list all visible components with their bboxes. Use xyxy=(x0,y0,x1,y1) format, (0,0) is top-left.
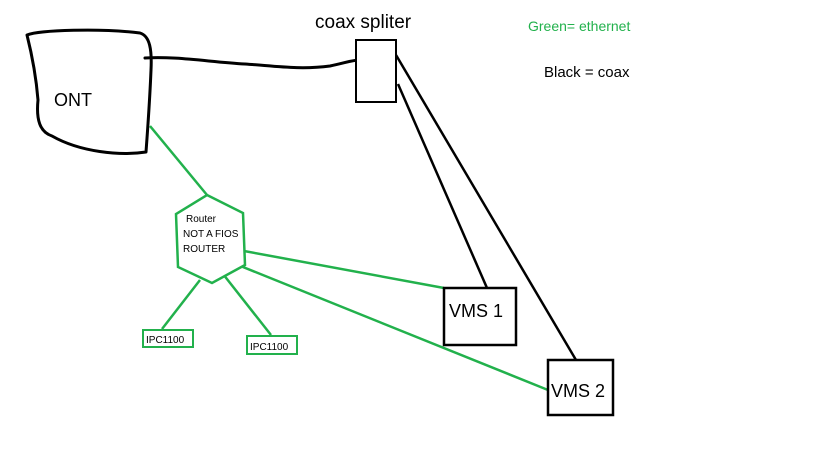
ethernet-line-ont-router xyxy=(149,125,208,196)
router-hexagon xyxy=(174,193,247,285)
ipc2-label: IPC1100 xyxy=(250,342,289,353)
ipc2-box xyxy=(246,335,298,355)
ipc1-box xyxy=(142,329,194,348)
ethernet-line-router-vms2 xyxy=(237,263,549,392)
ipc1-label: IPC1100 xyxy=(146,335,185,346)
legend-coax: Black = coax xyxy=(544,64,630,81)
coax-line-ont-splitter xyxy=(143,56,362,70)
coax-splitter-box xyxy=(355,39,397,103)
legend-ethernet: Green= ethernet xyxy=(528,18,630,34)
router-label-line2: NOT A FIOS xyxy=(183,229,239,240)
ethernet-line-router-ipc2 xyxy=(222,273,272,336)
coax-splitter-label: coax spliter xyxy=(315,12,412,33)
vms1-label: VMS 1 xyxy=(449,301,503,321)
ethernet-line-router-ipc1 xyxy=(161,279,201,330)
ont-label: ONT xyxy=(54,90,92,110)
coax-line-splitter-vms1 xyxy=(396,83,489,289)
coax-line-splitter-vms2 xyxy=(394,54,578,361)
vms1-box xyxy=(442,286,518,347)
ethernet-line-router-vms1 xyxy=(243,249,445,290)
router-label-line1: Router xyxy=(186,214,217,225)
ont-shape xyxy=(25,28,153,155)
vms2-label: VMS 2 xyxy=(551,381,605,401)
router-label-line3: ROUTER xyxy=(183,244,225,255)
vms2-box xyxy=(546,358,615,417)
